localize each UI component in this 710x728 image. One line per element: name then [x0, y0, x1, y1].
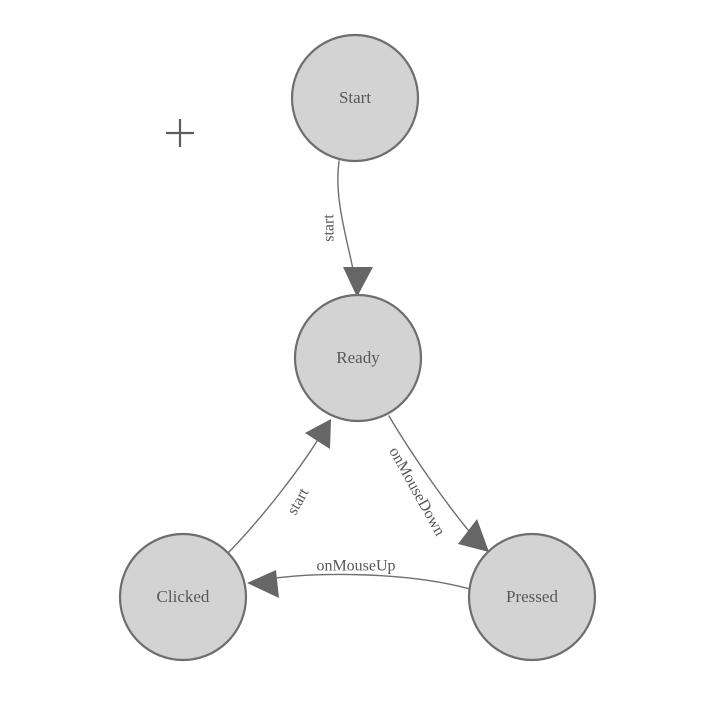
node-shape[interactable] — [118, 532, 248, 662]
edge-start-to-ready[interactable]: start — [321, 160, 373, 297]
arrowhead-icon — [343, 267, 373, 297]
edge-line — [227, 427, 326, 554]
state-node-pressed[interactable]: Pressed — [467, 532, 597, 662]
edge-label: onMouseUp — [316, 558, 395, 575]
state-node-ready[interactable]: Ready — [293, 293, 423, 423]
edge-line — [254, 573, 471, 590]
edge-ready-to-pressed[interactable]: onMouseDown — [385, 415, 489, 552]
edge-clicked-to-ready[interactable]: start — [227, 419, 331, 554]
node-shape[interactable] — [467, 532, 597, 662]
node-label: Clicked — [157, 587, 210, 606]
node-label: Ready — [336, 348, 380, 367]
node-shape[interactable] — [290, 33, 420, 163]
state-node-clicked[interactable]: Clicked — [118, 532, 248, 662]
crosshair-icon — [166, 119, 194, 147]
arrowhead-icon — [305, 419, 331, 449]
arrowhead-icon — [247, 570, 279, 598]
arrowhead-icon — [458, 519, 489, 552]
edge-label: start — [284, 485, 312, 518]
edge-pressed-to-clicked[interactable]: onMouseUp — [247, 558, 471, 598]
node-label: Pressed — [506, 587, 558, 606]
edge-label: start — [321, 214, 338, 242]
nodes-layer: Start Ready Clicked Pressed — [118, 33, 597, 662]
node-label: Start — [339, 88, 371, 107]
node-shape[interactable] — [293, 293, 423, 423]
state-node-start[interactable]: Start — [290, 33, 420, 163]
